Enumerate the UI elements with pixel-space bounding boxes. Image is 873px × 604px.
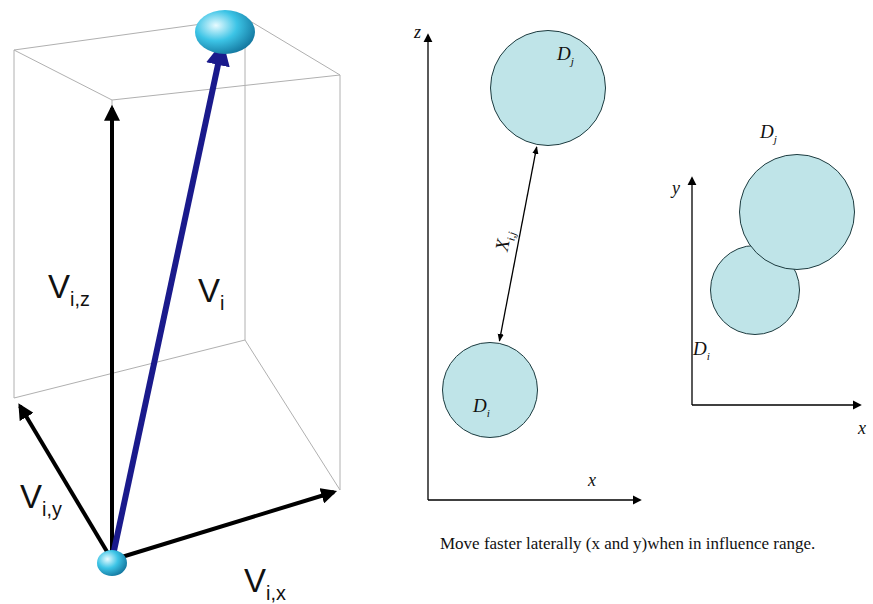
axis-label: x	[858, 418, 866, 439]
vector-label: Vi,y	[20, 478, 62, 521]
vector-label: Vi	[198, 272, 224, 315]
caption: Move faster laterally (x and y)when in i…	[440, 533, 820, 554]
velocity-vector	[112, 46, 222, 560]
droplet-label: Di	[693, 338, 710, 362]
droplet-label: Dj	[760, 121, 777, 145]
droplet-circle: Dj	[739, 154, 855, 270]
droplet-circle: Dj	[490, 30, 606, 146]
droplet-label: Di	[473, 395, 490, 419]
vector-label: Vi,z	[48, 268, 90, 311]
distance-label: Xi,j	[490, 227, 518, 256]
vector-label: Vi,x	[244, 562, 286, 604]
axis-label: x	[588, 470, 596, 491]
droplet-label: Dj	[557, 43, 574, 67]
droplet-sphere	[97, 550, 127, 576]
droplet-sphere	[195, 10, 255, 54]
droplet-circle: Di	[442, 342, 538, 438]
axis-label: z	[414, 22, 421, 43]
velocity-vectors	[20, 108, 334, 560]
axis-label: y	[672, 178, 680, 199]
